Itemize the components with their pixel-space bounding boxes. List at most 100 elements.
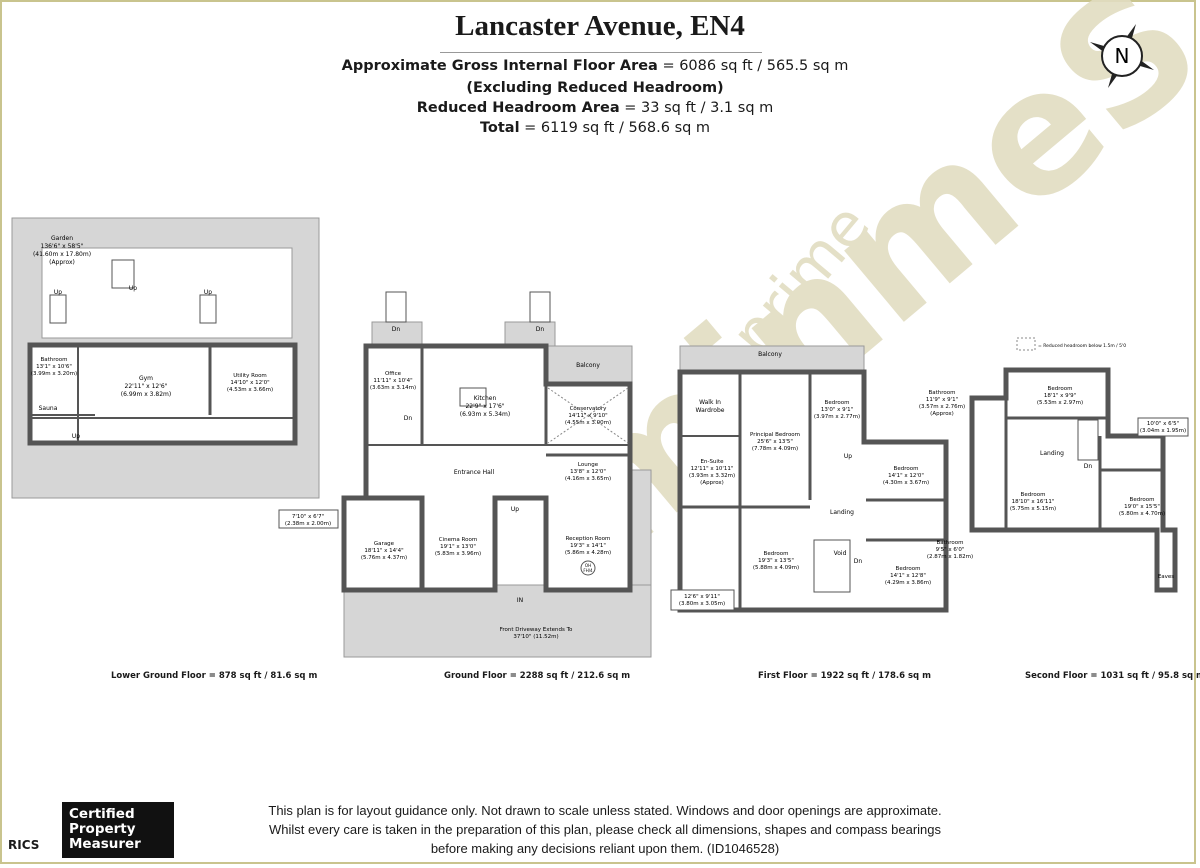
svg-text:Dn: Dn bbox=[392, 326, 401, 333]
svg-text:Dn: Dn bbox=[404, 415, 413, 422]
ground-balcony bbox=[545, 345, 633, 385]
svg-text:22'11" x 12'6": 22'11" x 12'6" bbox=[125, 383, 168, 390]
gross-area-line: Approximate Gross Internal Floor Area = … bbox=[341, 58, 849, 74]
svg-text:(6.99m x 3.82m): (6.99m x 3.82m) bbox=[121, 391, 171, 398]
svg-text:FH/4: FH/4 bbox=[583, 568, 593, 573]
svg-text:12'6" x 9'11": 12'6" x 9'11" bbox=[684, 594, 720, 600]
lower-ground-walls bbox=[27, 342, 298, 446]
svg-text:Utility Room: Utility Room bbox=[233, 373, 267, 379]
svg-text:(2.38m x 2.00m): (2.38m x 2.00m) bbox=[285, 521, 331, 527]
svg-text:14'1" x 12'8": 14'1" x 12'8" bbox=[890, 573, 926, 579]
kitchen-island bbox=[459, 387, 487, 407]
ground-area-label: Ground Floor = 2288 sq ft / 212.6 sq m bbox=[444, 671, 631, 681]
svg-text:Up: Up bbox=[204, 289, 212, 296]
svg-text:14'10" x 12'0": 14'10" x 12'0" bbox=[230, 380, 269, 386]
svg-text:Principal Bedroom: Principal Bedroom bbox=[750, 432, 800, 438]
svg-text:Balcony: Balcony bbox=[758, 351, 782, 358]
driveway-paving bbox=[343, 584, 652, 658]
svg-text:13'8" x 12'0": 13'8" x 12'0" bbox=[570, 469, 606, 475]
title-divider bbox=[440, 52, 762, 53]
svg-text:Up: Up bbox=[844, 453, 852, 460]
svg-text:19'3" x 13'5": 19'3" x 13'5" bbox=[758, 558, 794, 564]
svg-text:(3.57m x 2.76m): (3.57m x 2.76m) bbox=[919, 404, 965, 410]
svg-text:Dn: Dn bbox=[854, 558, 863, 565]
svg-text:(Approx): (Approx) bbox=[700, 480, 724, 486]
svg-text:12'11" x 10'11": 12'11" x 10'11" bbox=[691, 466, 734, 472]
svg-text:Landing: Landing bbox=[830, 509, 854, 516]
svg-text:Gym: Gym bbox=[139, 375, 153, 382]
svg-text:(3.99m x 3.20m): (3.99m x 3.20m) bbox=[31, 371, 77, 377]
total-area-line: Total = 6119 sq ft / 568.6 sq m bbox=[479, 120, 711, 136]
svg-text:(5.80m x 4.70m): (5.80m x 4.70m) bbox=[1119, 511, 1165, 517]
svg-text:(3.80m x 3.05m): (3.80m x 3.05m) bbox=[679, 601, 725, 607]
disclaimer: This plan is for layout guidance only. N… bbox=[268, 803, 942, 856]
svg-text:19'0" x 15'5": 19'0" x 15'5" bbox=[1124, 504, 1160, 510]
svg-text:= Reduced headroom below 1.5m: = Reduced headroom below 1.5m / 5'0 bbox=[1038, 343, 1126, 349]
svg-text:Garden: Garden bbox=[51, 235, 73, 242]
svg-text:18'10" x 16'11": 18'10" x 16'11" bbox=[1012, 499, 1055, 505]
svg-text:25'6" x 13'5": 25'6" x 13'5" bbox=[757, 439, 793, 445]
svg-text:Dn: Dn bbox=[1084, 463, 1093, 470]
svg-text:Cinema Room: Cinema Room bbox=[439, 537, 477, 543]
svg-text:7'10" x 6'7": 7'10" x 6'7" bbox=[292, 514, 324, 520]
svg-text:Landing: Landing bbox=[1040, 450, 1064, 457]
svg-text:Bedroom: Bedroom bbox=[1130, 497, 1155, 503]
second-area-label: Second Floor = 1031 sq ft / 95.8 sq m bbox=[1025, 671, 1200, 681]
svg-text:22'9" x 17'6": 22'9" x 17'6" bbox=[465, 403, 504, 410]
svg-text:Front Driveway Extends To: Front Driveway Extends To bbox=[500, 627, 573, 633]
svg-text:13'0" x 9'1": 13'0" x 9'1" bbox=[821, 407, 853, 413]
svg-text:Bedroom: Bedroom bbox=[764, 551, 789, 557]
svg-text:11'11" x 10'4": 11'11" x 10'4" bbox=[373, 378, 412, 384]
first-floor-plan: Balcony Walk In Wardrobe Principal Bedro… bbox=[670, 345, 973, 613]
svg-text:(5.86m x 4.28m): (5.86m x 4.28m) bbox=[565, 550, 611, 556]
svg-text:(5.83m x 3.96m): (5.83m x 3.96m) bbox=[435, 551, 481, 557]
lower-ground-floor-plan: Garden 136'6" x 58'5" (41.60m x 17.80m) … bbox=[11, 217, 320, 499]
svg-text:Dn: Dn bbox=[536, 326, 545, 333]
svg-text:Up: Up bbox=[54, 289, 62, 296]
svg-text:(Approx): (Approx) bbox=[930, 411, 954, 417]
svg-text:(3.93m x 3.32m): (3.93m x 3.32m) bbox=[689, 473, 735, 479]
rics-logo: RICS bbox=[8, 838, 40, 852]
svg-text:En-Suite: En-Suite bbox=[701, 459, 725, 465]
svg-text:Bedroom: Bedroom bbox=[1021, 492, 1046, 498]
ground-floor-plan: Dn Dn Dn Office 11'11" x 10'4" (3.63m x … bbox=[278, 291, 652, 658]
svg-text:Walk In: Walk In bbox=[699, 399, 721, 406]
second-floor-plan: = Reduced headroom below 1.5m / 5'0 Bedr… bbox=[919, 337, 1189, 593]
first-balcony bbox=[679, 345, 865, 373]
svg-text:Sauna: Sauna bbox=[39, 405, 58, 412]
svg-text:(4.55m x 3.00m): (4.55m x 3.00m) bbox=[565, 420, 611, 426]
page-title: Lancaster Avenue, EN4 bbox=[455, 10, 745, 42]
svg-text:Entrance Hall: Entrance Hall bbox=[454, 469, 495, 476]
svg-text:19'1" x 13'0": 19'1" x 13'0" bbox=[440, 544, 476, 550]
svg-text:Lounge: Lounge bbox=[578, 462, 599, 468]
excluding-line: (Excluding Reduced Headroom) bbox=[466, 80, 724, 96]
svg-text:Office: Office bbox=[385, 371, 402, 377]
svg-text:Wardrobe: Wardrobe bbox=[696, 407, 725, 414]
svg-text:Eaves: Eaves bbox=[1158, 574, 1174, 580]
svg-text:Bathroom: Bathroom bbox=[936, 540, 963, 546]
svg-text:(2.87m x 1.82m): (2.87m x 1.82m) bbox=[927, 554, 973, 560]
lower-ground-area-label: Lower Ground Floor = 878 sq ft / 81.6 sq… bbox=[111, 671, 318, 681]
compass-letter: N bbox=[1115, 44, 1130, 68]
compass-north-icon: N bbox=[1090, 24, 1154, 88]
svg-text:Bathroom: Bathroom bbox=[928, 390, 955, 396]
reduced-headroom-line: Reduced Headroom Area = 33 sq ft / 3.1 s… bbox=[416, 100, 774, 116]
svg-text:Balcony: Balcony bbox=[576, 362, 600, 369]
svg-text:Bedroom: Bedroom bbox=[825, 400, 850, 406]
first-area-label: First Floor = 1922 sq ft / 178.6 sq m bbox=[758, 671, 931, 681]
reduced-headroom-legend-box bbox=[1016, 337, 1036, 351]
svg-text:10'0" x 6'5": 10'0" x 6'5" bbox=[1147, 421, 1179, 427]
svg-text:Bathroom: Bathroom bbox=[40, 357, 67, 363]
svg-text:(5.76m x 4.37m): (5.76m x 4.37m) bbox=[361, 555, 407, 561]
svg-text:14'1" x 12'0": 14'1" x 12'0" bbox=[888, 473, 924, 479]
svg-text:(6.93m x 5.34m): (6.93m x 5.34m) bbox=[460, 411, 510, 418]
svg-text:(3.04m x 1.95m): (3.04m x 1.95m) bbox=[1140, 428, 1186, 434]
svg-text:13'1" x 10'6": 13'1" x 10'6" bbox=[36, 364, 72, 370]
svg-text:Kitchen: Kitchen bbox=[474, 395, 497, 402]
svg-text:14'11" x 9'10": 14'11" x 9'10" bbox=[568, 413, 607, 419]
svg-text:(3.63m x 3.14m): (3.63m x 3.14m) bbox=[370, 385, 416, 391]
svg-text:Conservatory: Conservatory bbox=[570, 406, 608, 412]
svg-text:Bedroom: Bedroom bbox=[896, 566, 921, 572]
svg-text:(41.60m x 17.80m): (41.60m x 17.80m) bbox=[33, 251, 91, 258]
